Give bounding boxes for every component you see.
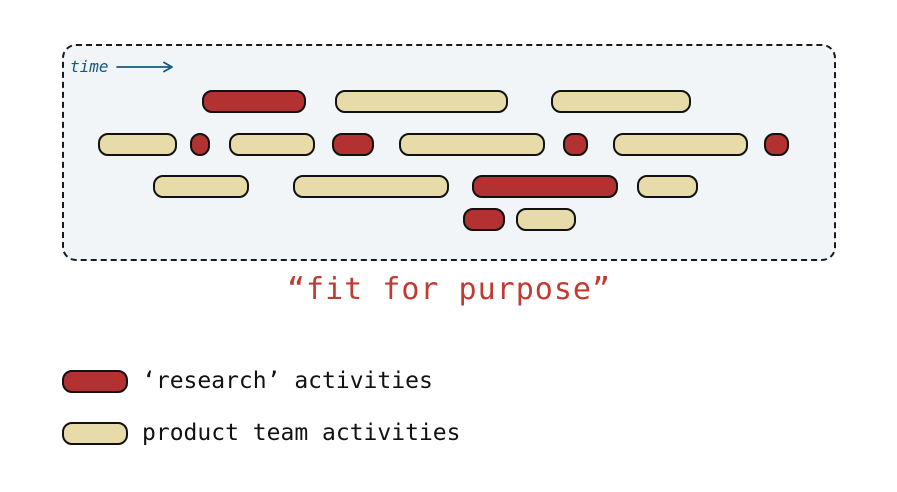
legend: ‘research’ activities product team activi… xyxy=(62,370,461,445)
activity-pill-product xyxy=(516,208,576,231)
activity-pill-product xyxy=(613,133,748,156)
time-label-text: time xyxy=(70,57,109,76)
activity-pill-product xyxy=(551,90,691,113)
activity-pill-research xyxy=(463,208,505,231)
research-swatch xyxy=(62,370,128,393)
activity-pill-product xyxy=(293,175,449,198)
activity-pill-product xyxy=(98,133,177,156)
legend-label: ‘research’ activities xyxy=(142,368,433,394)
activity-pill-research xyxy=(332,133,374,156)
activity-pill-research xyxy=(202,90,306,113)
activity-pill-product xyxy=(399,133,545,156)
legend-label: product team activities xyxy=(142,420,461,446)
caption: “fit for purpose” xyxy=(286,272,612,307)
activity-pill-research xyxy=(563,133,588,156)
time-axis-label: time xyxy=(70,58,179,76)
legend-item-product: product team activities xyxy=(62,422,461,445)
legend-item-research: ‘research’ activities xyxy=(62,370,461,393)
activity-pill-research xyxy=(472,175,618,198)
timeline-panel: time xyxy=(62,44,836,261)
activity-pill-research xyxy=(764,133,789,156)
activity-pill-research xyxy=(190,133,210,156)
activity-pill-product xyxy=(229,133,315,156)
activity-pill-product xyxy=(335,90,508,113)
time-arrow-icon xyxy=(115,61,173,73)
activity-pill-product xyxy=(637,175,698,198)
product-swatch xyxy=(62,422,128,445)
activity-pill-product xyxy=(153,175,249,198)
